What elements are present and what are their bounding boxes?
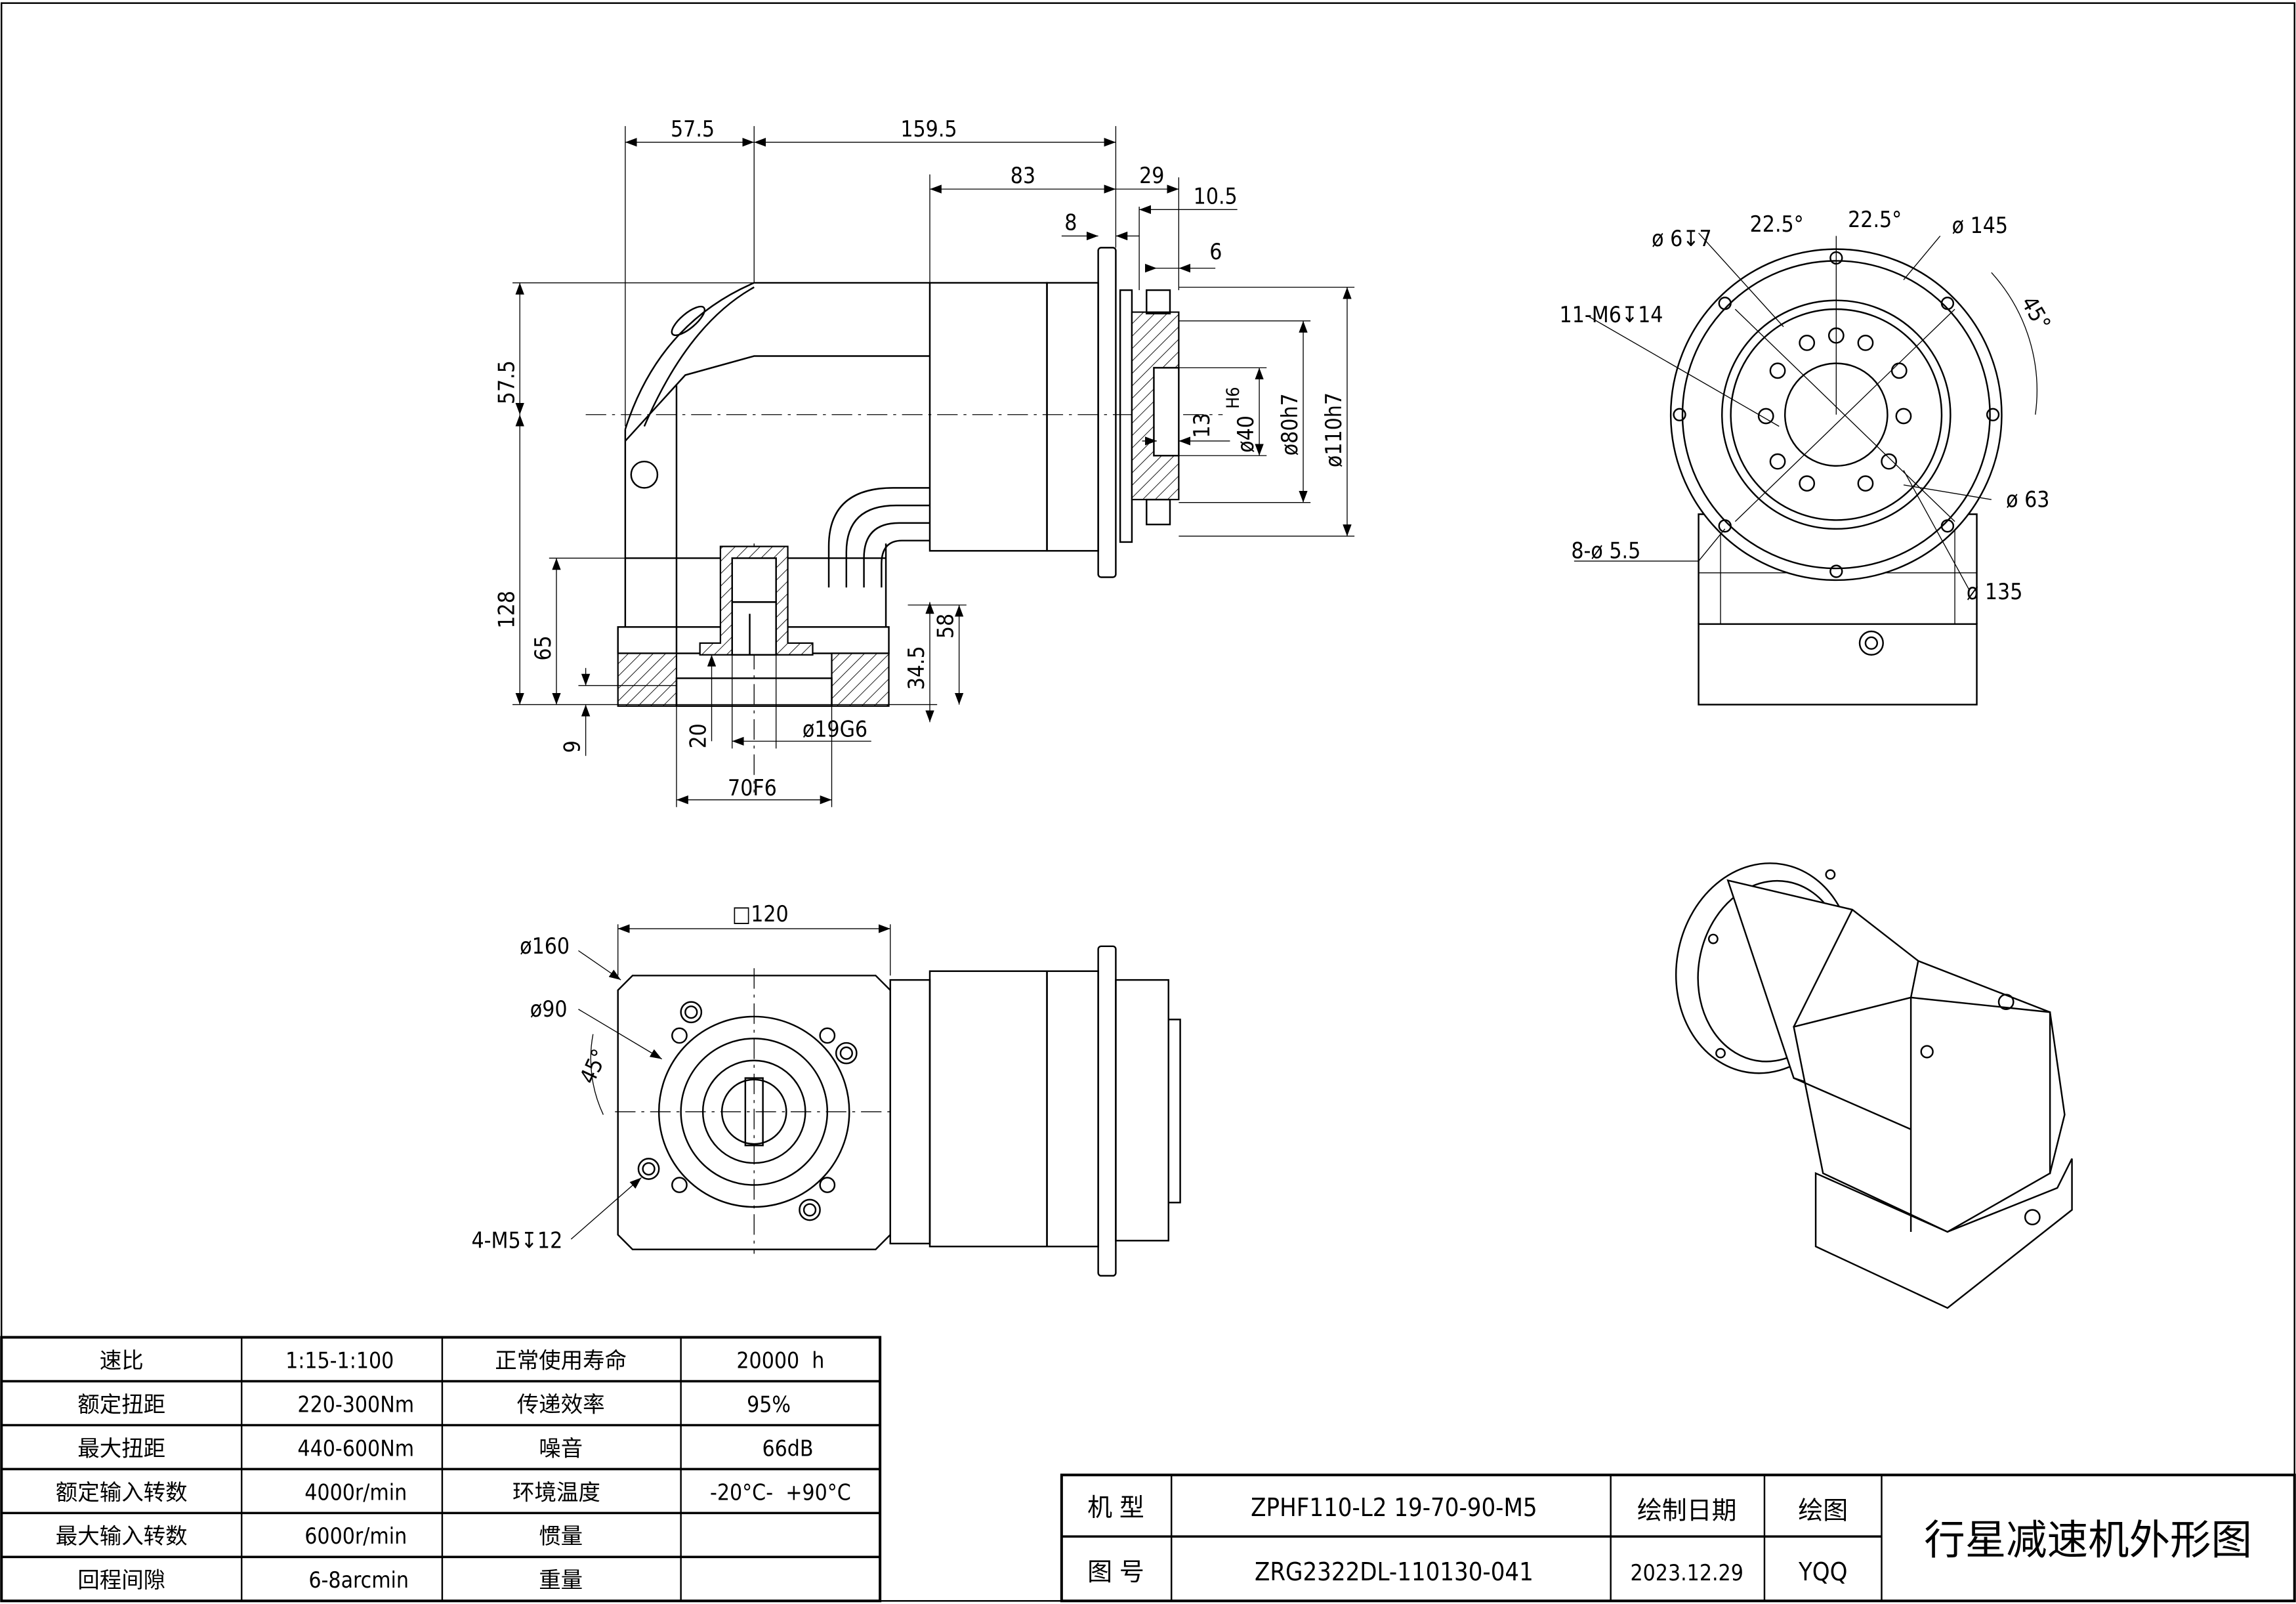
dim-90: ø90 [530,996,568,1022]
spec-label: 最大扭距 [77,1435,165,1461]
date-value: 2023.12.29 [1631,1560,1743,1586]
spec-value: 20000 h [736,1347,824,1373]
dim-10-5: 10.5 [1194,183,1238,209]
spec-value: 6-8arcmin [308,1567,409,1593]
dim-29: 29 [1139,163,1164,188]
spec-row: 最大扭距 440-600Nm 噪音 66dB [77,1435,813,1461]
dim-19g6: ø19G6 [803,717,867,742]
spec-label: 额定扭距 [77,1391,165,1417]
spec-label: 噪音 [539,1435,583,1461]
side-view: ø 6↧7 22.5° 22.5° ø 145 11-M6↧14 45° ø 6… [1560,207,2056,706]
spec-label: 惯量 [539,1523,583,1549]
dim-40h6: ø40 [1233,415,1259,453]
dim-angle-22-5-left: 22.5° [1750,211,1804,237]
spec-value: 220-300Nm [297,1391,414,1417]
dim-angle-45: 45° [2016,291,2056,335]
dim-160: ø160 [520,933,570,959]
dim-square-120: □120 [732,901,789,927]
front-view: 57.5 159.5 83 29 10.5 8 6 57.5 128 65 9 … [493,116,1355,807]
spec-label: 重量 [539,1567,583,1593]
dim-11-m6: 11-M6↧14 [1560,302,1663,327]
spec-row: 额定输入转数 4000r/min 环境温度 -20°C- +90°C [56,1479,851,1505]
dim-34-5: 34.5 [904,646,929,690]
spec-row: 回程间隙 6-8arcmin 重量 [77,1567,583,1593]
bottom-view: ø160 □120 ø90 45° 4-M5↧12 [472,901,1181,1277]
spec-label: 回程间隙 [77,1567,165,1593]
dim-9: 9 [560,740,585,753]
drawing-no-label: 图 号 [1087,1557,1144,1586]
dim-40h6-tolerance: H6 [1223,387,1243,408]
spec-value: 1:15-1:100 [285,1347,394,1373]
spec-value: -20°C- +90°C [710,1479,851,1505]
spec-table: 速比 1:15-1:100 正常使用寿命 20000 h 额定扭距 220-30… [0,1336,882,1603]
spec-value: 6000r/min [304,1523,407,1549]
dim-135: ø 135 [1967,579,2022,604]
dim-159-5: 159.5 [900,116,957,142]
spec-label: 额定输入转数 [56,1479,188,1505]
spec-label: 环境温度 [512,1479,600,1505]
dim-57-5-left: 57.5 [493,360,519,404]
drawing-title: 行星减速机外形图 [1924,1516,2252,1564]
date-label: 绘制日期 [1637,1496,1737,1525]
spec-value: 440-600Nm [297,1435,414,1461]
dim-6: 6 [1209,239,1222,264]
spec-label: 正常使用寿命 [495,1347,627,1373]
dim-110h7: ø110h7 [1321,392,1346,467]
model-label: 机 型 [1087,1493,1144,1522]
dim-145: ø 145 [1952,213,2008,238]
dim-8-holes-5-5: 8-ø 5.5 [1571,538,1640,563]
dim-83: 83 [1011,163,1035,188]
spec-label: 最大输入转数 [56,1523,188,1549]
drawing-no-value: ZRG2322DL-110130-041 [1255,1557,1534,1586]
spec-row: 速比 1:15-1:100 正常使用寿命 20000 h [100,1347,825,1373]
dim-57-5-top: 57.5 [671,116,715,142]
spec-label: 传递效率 [517,1391,605,1417]
spec-label: 速比 [100,1347,144,1373]
drawn-value: YQQ [1798,1557,1848,1586]
dim-80h7: ø80h7 [1277,393,1303,455]
title-block: 机 型 ZPHF110-L2 19-70-90-M5 绘制日期 绘图 图 号 Z… [1060,1473,2296,1603]
dim-4-m5: 4-M5↧12 [472,1227,563,1253]
model-value: ZPHF110-L2 19-70-90-M5 [1251,1493,1537,1522]
spec-row: 最大输入转数 6000r/min 惯量 [56,1523,583,1549]
dim-65: 65 [530,635,556,660]
dim-angle-45-bottom: 45° [575,1045,613,1087]
dim-58: 58 [933,614,959,639]
dim-70f6: 70F6 [728,775,777,801]
dim-20: 20 [686,723,711,748]
dim-8: 8 [1064,210,1077,236]
dim-angle-22-5-right: 22.5° [1848,207,1902,232]
dim-hole-6-depth-7: ø 6↧7 [1652,226,1712,251]
spec-value: 66dB [762,1435,814,1461]
isometric-view [1675,862,2073,1309]
spec-value: 4000r/min [304,1479,407,1505]
dim-63: ø 63 [2006,486,2049,512]
dim-128: 128 [493,591,519,628]
drawn-label: 绘图 [1798,1496,1848,1525]
spec-row: 额定扭距 220-300Nm 传递效率 95% [77,1391,791,1417]
spec-value: 95% [747,1391,791,1417]
dim-13: 13 [1189,413,1215,438]
